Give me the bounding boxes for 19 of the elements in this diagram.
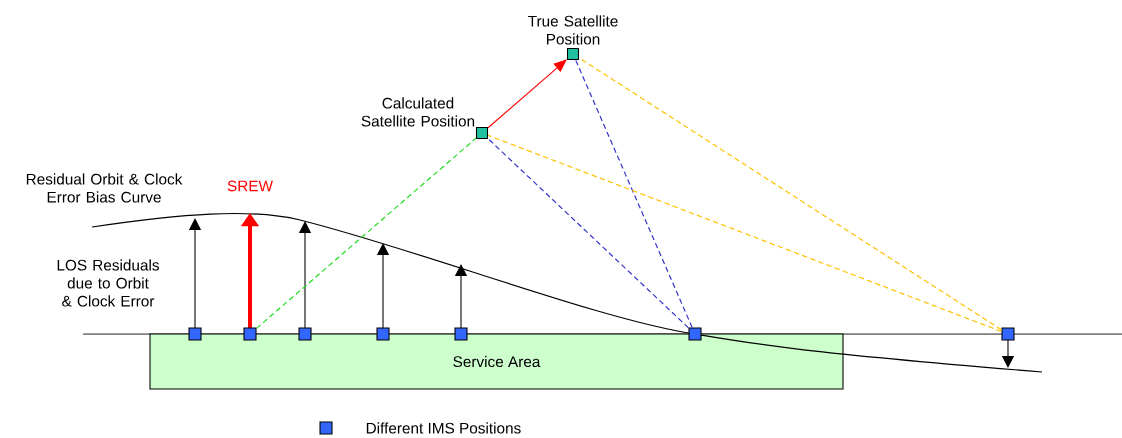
sight-line: [487, 59, 567, 129]
annotation-text: LOS Residuals due to Orbit & Clock Error: [57, 259, 159, 307]
annotation-text: SREW: [227, 180, 273, 192]
ims-marker: [188, 327, 202, 341]
annotation-text: Residual Orbit & Clock Error Bias Curve: [26, 173, 183, 203]
ims-marker: [376, 327, 390, 341]
ims-marker: [298, 327, 312, 341]
ims-marker: [454, 327, 468, 341]
area-box: Service Area: [149, 333, 844, 390]
ims-marker: [688, 327, 702, 341]
sight-line: [578, 57, 1003, 331]
position-label: True Satellite Position: [528, 15, 618, 45]
sight-line: [487, 134, 1003, 333]
position-label: Calculated Satellite Position: [361, 97, 475, 127]
sight-line: [487, 138, 690, 329]
ims-marker: [1001, 327, 1015, 341]
sight-line: [255, 137, 477, 329]
legend-text: Different IMS Positions: [366, 422, 521, 434]
ims-marker: [243, 327, 257, 341]
